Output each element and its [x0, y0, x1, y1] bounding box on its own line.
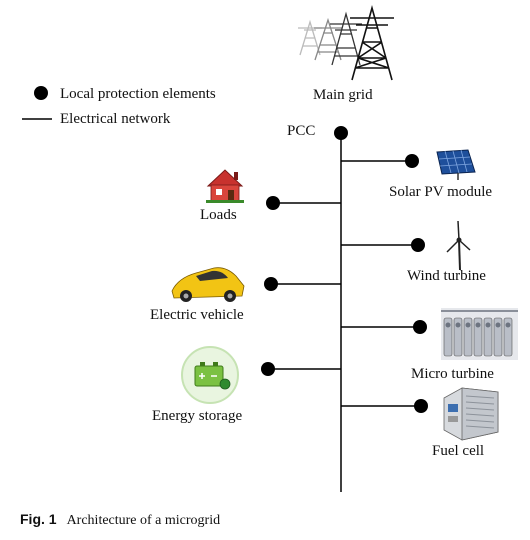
loads-protection-dot	[266, 196, 280, 210]
solar-protection-dot	[405, 154, 419, 168]
micro-protection-dot	[413, 320, 427, 334]
wind-protection-dot	[411, 238, 425, 252]
transmission-tower-icon	[298, 5, 394, 81]
house-icon	[206, 169, 244, 203]
microgrid-diagram: Local protection elements Electrical net…	[22, 5, 518, 492]
fuel-protection-dot	[414, 399, 428, 413]
fuel-cell-icon	[443, 387, 499, 441]
main-grid-label: Main grid	[313, 87, 373, 103]
legend-network-label: Electrical network	[60, 111, 171, 127]
micro-label: Micro turbine	[411, 366, 494, 382]
figure-caption-text: Architecture of a microgrid	[66, 513, 221, 528]
wind-label: Wind turbine	[407, 268, 486, 284]
solar-label: Solar PV module	[389, 184, 492, 200]
legend-protection-dot	[34, 86, 48, 100]
storage-protection-dot	[261, 362, 275, 376]
loads-label: Loads	[200, 207, 237, 223]
figure-caption: Fig. 1 Architecture of a microgrid	[20, 511, 220, 529]
legend-protection-label: Local protection elements	[60, 86, 216, 102]
pcc-label: PCC	[287, 123, 315, 139]
battery-icon	[181, 346, 239, 404]
wind-turbine-icon	[446, 220, 471, 271]
pcc-protection-dot	[334, 126, 348, 140]
micro-turbine-icon	[441, 308, 518, 360]
figure-number: Fig. 1	[20, 511, 57, 527]
storage-label: Energy storage	[152, 408, 242, 424]
ev-protection-dot	[264, 277, 278, 291]
fuel-label: Fuel cell	[432, 443, 484, 459]
car-icon	[171, 267, 245, 302]
ev-label: Electric vehicle	[150, 307, 244, 323]
solar-panel-icon	[436, 149, 476, 180]
